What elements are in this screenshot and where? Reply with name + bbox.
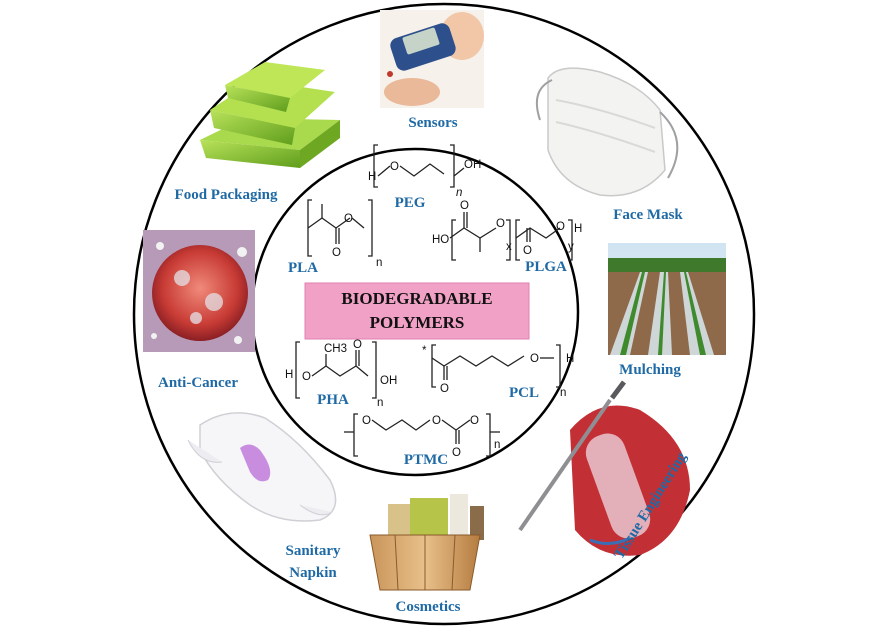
pha-ch3: CH3	[324, 343, 347, 355]
plga-ho: HO	[432, 234, 449, 246]
pha-n: n	[377, 397, 383, 409]
glucose-meter-icon	[380, 10, 484, 108]
ptmc-n: n	[494, 439, 500, 451]
peg-h: H	[368, 171, 376, 183]
pha-o1: O	[302, 371, 311, 383]
pcl-star: *	[422, 345, 427, 357]
pha-oh: OH	[380, 375, 397, 387]
ptmc-label: PTMC	[404, 452, 448, 468]
pla-label: PLA	[288, 260, 318, 276]
peg-n: n	[456, 187, 462, 199]
pcl-label: PCL	[509, 385, 539, 401]
pcl-structure: * O O H n PCL	[422, 344, 574, 401]
plga-o3: O	[523, 245, 532, 257]
center-box	[304, 282, 530, 340]
center-title-box: BIODEGRADABLE POLYMERS	[304, 282, 530, 340]
ptmc-o3: O	[452, 447, 461, 459]
pla-o2: O	[344, 213, 353, 225]
plga-o2: O	[496, 218, 505, 230]
pha-label: PHA	[317, 392, 349, 408]
plga-h: H	[574, 223, 582, 235]
plga-y: y	[568, 241, 574, 253]
peg-label: PEG	[395, 195, 426, 211]
plga-label: PLGA	[525, 259, 567, 275]
plga-x: x	[506, 241, 512, 253]
ptmc-structure: O O O O n PTMC	[344, 413, 500, 468]
cancer-cell-icon	[143, 230, 255, 352]
ptmc-o2: O	[432, 415, 441, 427]
face-mask-label: Face Mask	[613, 207, 683, 223]
cosmetics-basket-icon	[369, 494, 484, 591]
plga-structure: HO O O x O O H y PLGA	[432, 200, 582, 275]
pcl-o2: O	[530, 353, 539, 365]
tissue-scaffold-icon	[518, 380, 690, 556]
plga-o4: O	[556, 221, 565, 233]
sanitary-label-line1: Sanitary	[285, 543, 341, 559]
center-title-line2: POLYMERS	[370, 313, 465, 332]
plga-o1: O	[460, 200, 469, 212]
pha-o2: O	[353, 339, 362, 351]
sanitary-pad-icon	[187, 412, 337, 522]
sensors-label: Sensors	[408, 115, 457, 131]
pcl-o1: O	[440, 383, 449, 395]
mulched-field-icon	[608, 243, 726, 355]
pla-n: n	[376, 257, 382, 269]
pha-structure: H O CH3 O OH n PHA	[285, 339, 397, 409]
sanitary-label-line2: Napkin	[289, 565, 337, 581]
food-container-icon	[200, 62, 340, 168]
pcl-h: H	[566, 353, 574, 365]
pla-o1: O	[332, 247, 341, 259]
food-packaging-label: Food Packaging	[175, 187, 278, 203]
pcl-n: n	[560, 387, 566, 399]
cosmetics-label: Cosmetics	[396, 599, 461, 615]
face-mask-icon	[536, 67, 679, 197]
pha-h: H	[285, 369, 293, 381]
ptmc-o4: O	[470, 415, 479, 427]
center-title-line1: BIODEGRADABLE	[341, 289, 492, 308]
peg-oh: OH	[464, 159, 481, 171]
ptmc-o1: O	[362, 415, 371, 427]
peg-o: O	[390, 161, 399, 173]
pla-structure: O O n PLA	[288, 199, 382, 276]
mulching-label: Mulching	[619, 362, 681, 378]
peg-structure: H O OH n PEG	[368, 144, 481, 211]
anti-cancer-label: Anti-Cancer	[158, 375, 238, 391]
